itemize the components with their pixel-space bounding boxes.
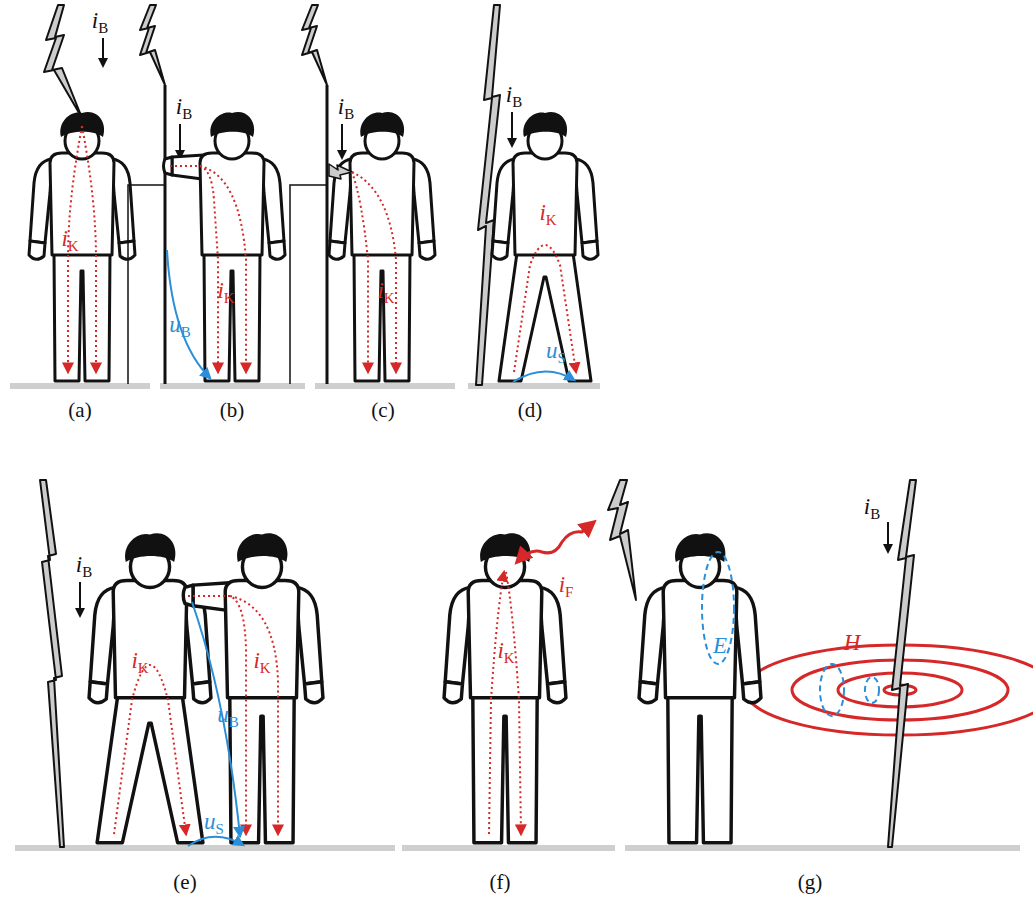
panel-f [444, 480, 636, 843]
body-current-path [114, 596, 278, 834]
streamer-current [517, 522, 594, 562]
quantity-label: E [713, 634, 727, 657]
quantity-label: iB [864, 495, 880, 522]
quantity-label: iK [539, 201, 556, 228]
quantity-label: iB [92, 9, 108, 36]
current-arrow [102, 38, 104, 66]
panel-g [639, 480, 1033, 847]
touch-voltage-arc [192, 602, 240, 836]
lightning-bolt [302, 5, 327, 85]
panel-e [40, 480, 323, 847]
lightning-bolt [40, 480, 64, 847]
quantity-label: iK [253, 649, 270, 676]
current-arrow [511, 112, 513, 146]
quantity-label: iK [217, 279, 234, 306]
quantity-label: iK [61, 227, 78, 254]
panel-letter: (d) [518, 400, 543, 421]
panel-letter: (f) [490, 872, 511, 893]
person-figure [29, 112, 135, 381]
quantity-label: uB [217, 703, 239, 730]
quantity-label: iB [338, 95, 354, 122]
quantity-label: iF [559, 573, 574, 600]
body-current-path [514, 245, 576, 372]
electric-field-loops [702, 552, 879, 716]
person-figure [89, 533, 211, 842]
body-current-path [352, 172, 396, 372]
quantity-label: uS [204, 810, 224, 837]
panel-b [128, 5, 285, 384]
quantity-label: uS [546, 339, 566, 366]
step-voltage-arc [188, 837, 243, 846]
lightning-rod [326, 85, 329, 384]
lightning-rod [164, 85, 167, 384]
lightning-bolt [888, 480, 916, 847]
panel-letter: (g) [798, 872, 823, 893]
current-arrow [887, 522, 889, 552]
quantity-label: iK [377, 279, 394, 306]
panel-letter: (a) [68, 400, 91, 421]
quantity-label: H [844, 631, 861, 654]
quantity-label: iB [176, 95, 192, 122]
person-figure [164, 112, 286, 381]
ground-line [10, 386, 1020, 848]
panel-a [29, 5, 135, 381]
person-figure [492, 112, 598, 381]
lightning-bolt [44, 5, 82, 118]
quantity-label: uB [169, 313, 191, 340]
person-figure [329, 112, 435, 381]
quantity-label: iK [131, 649, 148, 676]
person-figure [444, 533, 566, 842]
current-arrow [79, 582, 81, 616]
building-outline [290, 185, 327, 384]
quantity-label: iK [497, 639, 514, 666]
panel-d [476, 5, 598, 385]
body-current-path [489, 572, 521, 834]
body-current-path [170, 166, 246, 372]
person-figure [639, 533, 761, 842]
panel-letter: (b) [220, 400, 245, 421]
building-outline [128, 185, 165, 384]
current-arrow [179, 124, 181, 158]
panel-c [290, 5, 435, 384]
lightning-bolt [140, 5, 165, 85]
person-figure [183, 533, 323, 842]
touch-voltage-arc [167, 250, 210, 378]
magnetic-field-rings [745, 645, 1033, 735]
quantity-label: iB [506, 83, 522, 110]
side-flash-spark [329, 164, 352, 179]
step-voltage-arc [513, 371, 574, 382]
quantity-label: iB [76, 553, 92, 580]
panel-letter: (c) [371, 400, 394, 421]
panel-letter: (e) [173, 872, 196, 893]
current-arrow [341, 124, 343, 158]
lightning-bolt [608, 480, 636, 600]
